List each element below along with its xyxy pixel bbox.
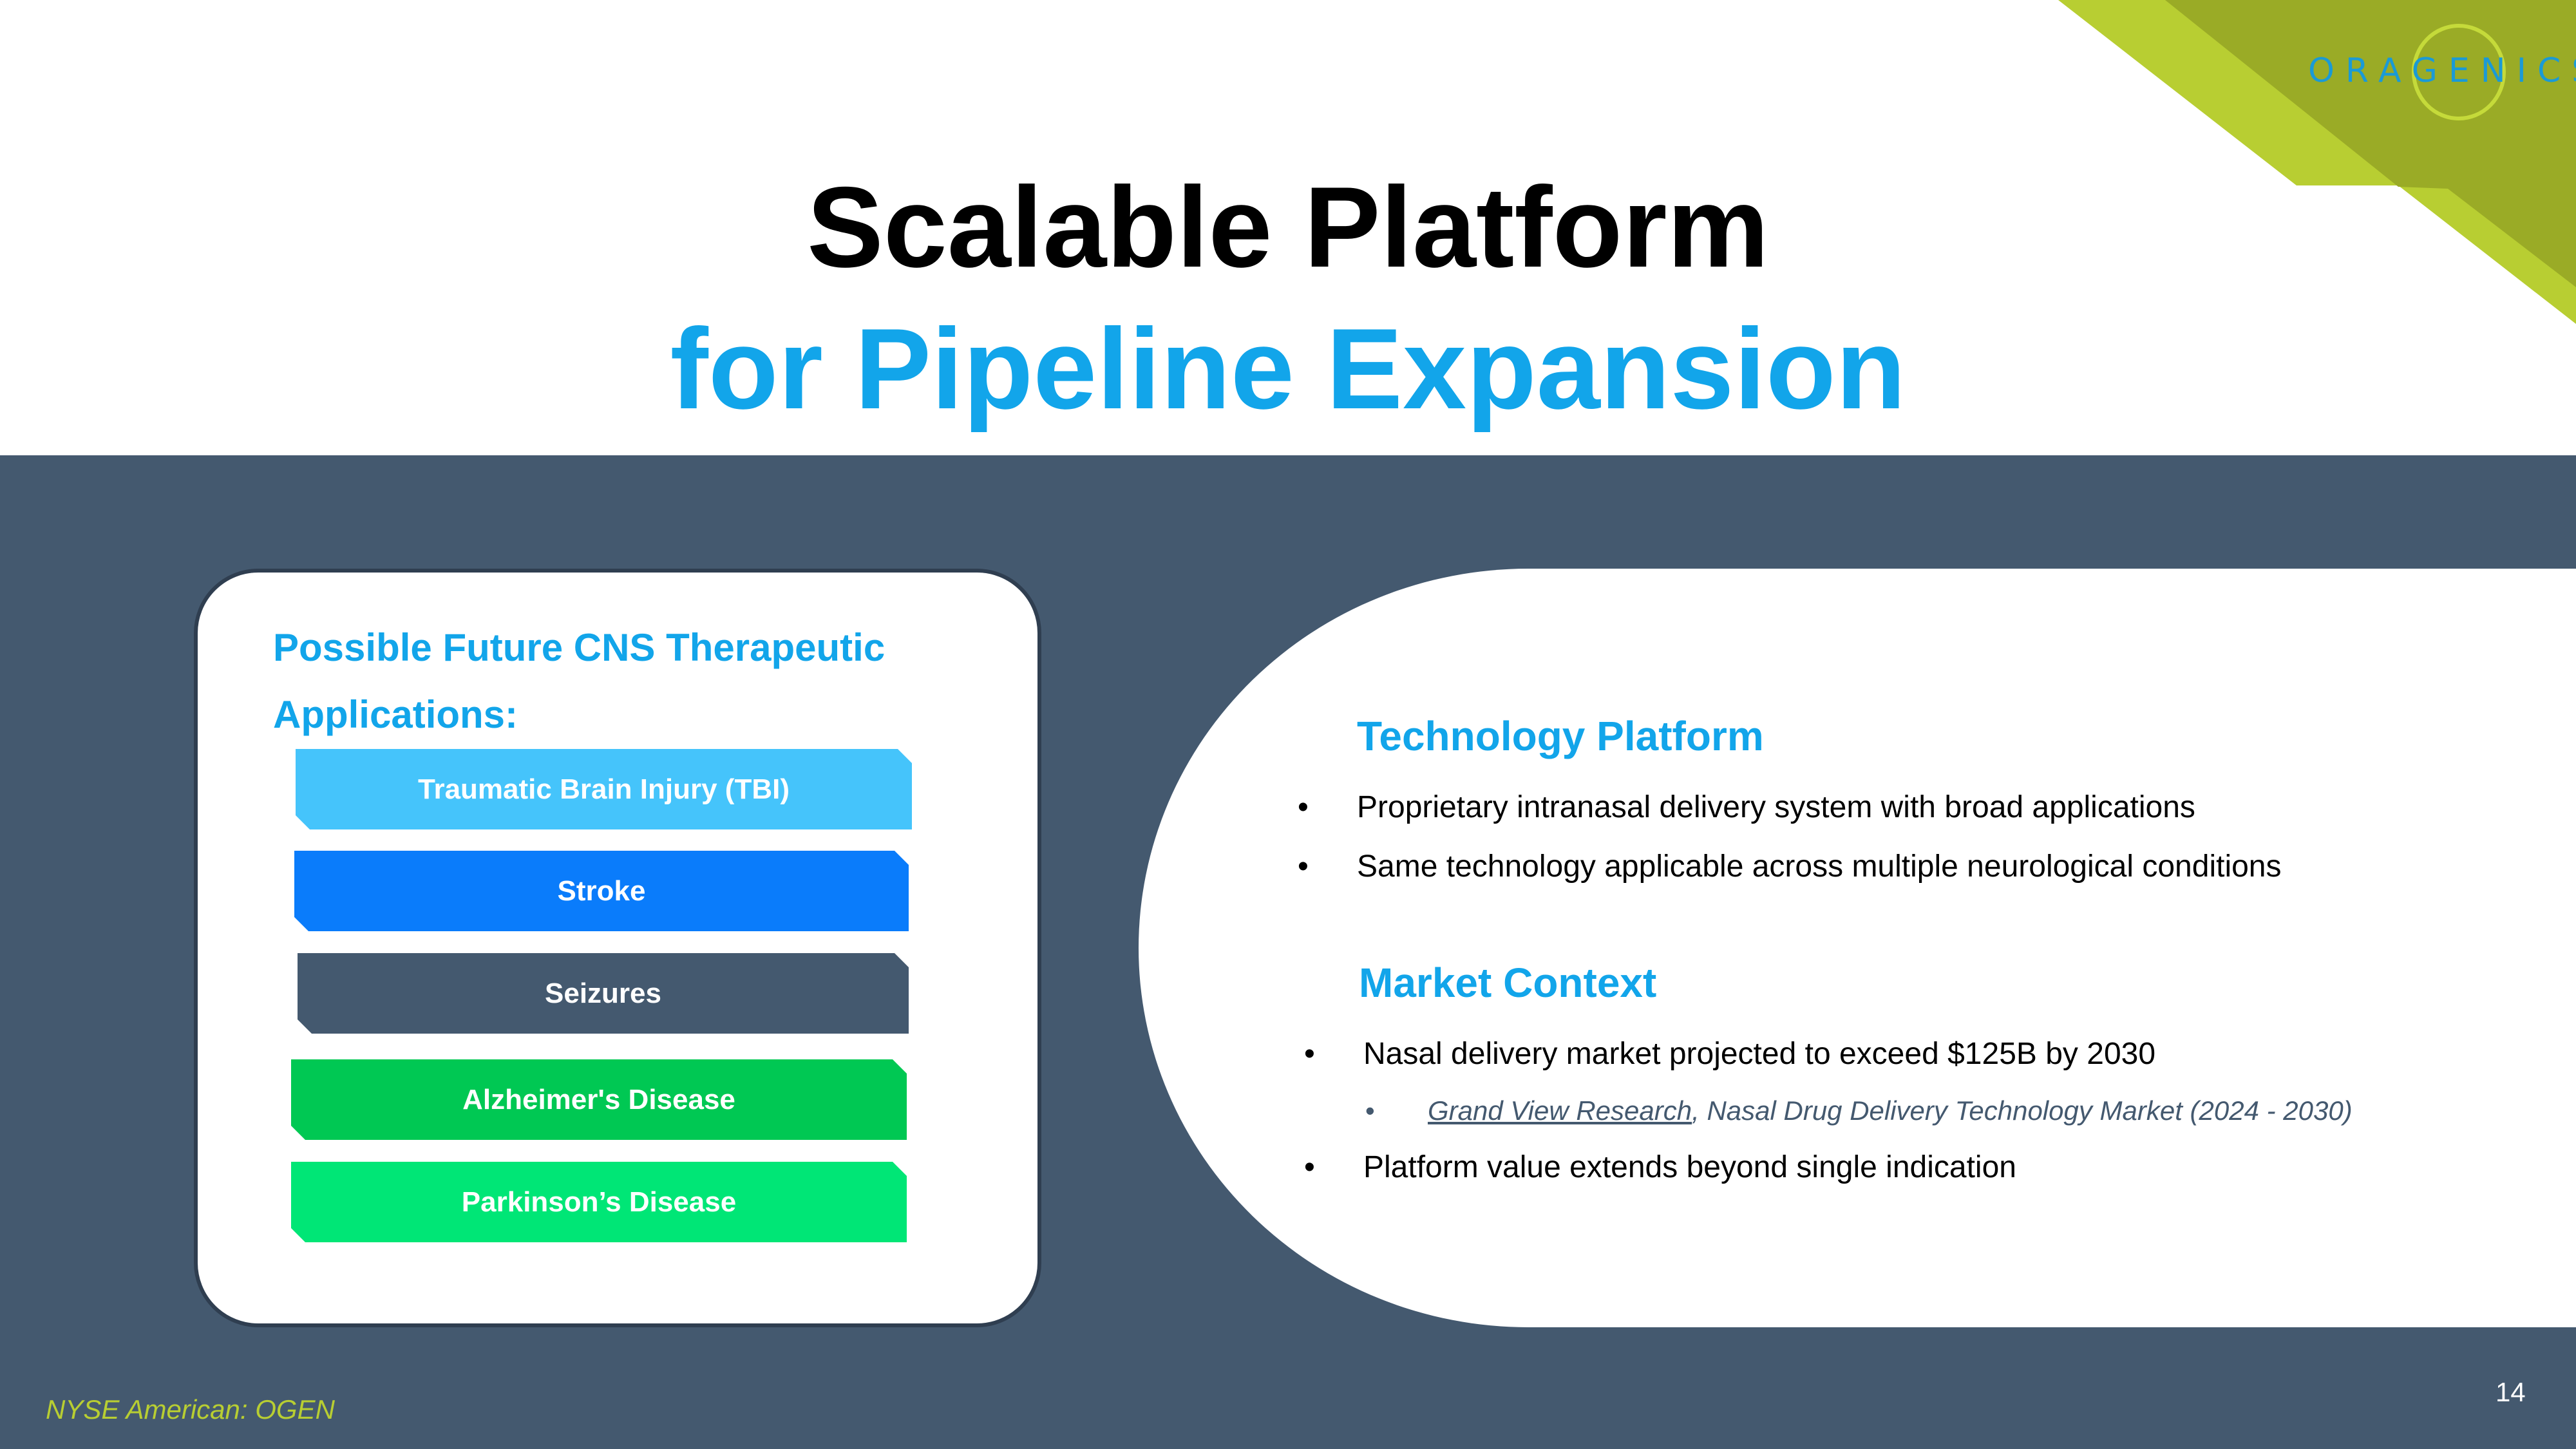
application-alzheimers: Alzheimer's Disease bbox=[291, 1059, 907, 1140]
bullet-icon: • bbox=[1365, 1095, 1375, 1126]
application-seizures: Seizures bbox=[298, 953, 909, 1034]
bullet-icon: • bbox=[1304, 1037, 1315, 1071]
company-logo: ORAGENICS bbox=[2308, 52, 2576, 90]
applications-heading-line2: Applications: bbox=[273, 693, 518, 736]
market-bullet: • Nasal delivery market projected to exc… bbox=[1304, 1036, 2156, 1072]
page-number: 14 bbox=[2496, 1377, 2526, 1407]
bullet-text: Proprietary intranasal delivery system w… bbox=[1357, 790, 2195, 824]
bullet-icon: • bbox=[1304, 1150, 1315, 1184]
page-title: Scalable Platform bbox=[807, 163, 1769, 291]
technology-heading: Technology Platform bbox=[1357, 713, 1764, 759]
market-bullet: • Platform value extends beyond single i… bbox=[1304, 1150, 2016, 1185]
bullet-icon: • bbox=[1298, 849, 1309, 884]
market-heading: Market Context bbox=[1359, 960, 1657, 1006]
bullet-text: Platform value extends beyond single ind… bbox=[1363, 1150, 2016, 1184]
bullet-icon: • bbox=[1298, 790, 1309, 824]
market-source: • Grand View Research, Nasal Drug Delive… bbox=[1365, 1095, 2353, 1126]
application-stroke: Stroke bbox=[294, 851, 909, 931]
bullet-text: Nasal delivery market projected to excee… bbox=[1363, 1037, 2156, 1071]
technology-bullet: • Proprietary intranasal delivery system… bbox=[1298, 790, 2195, 825]
technology-bullet: • Same technology applicable across mult… bbox=[1298, 849, 2282, 884]
source-link[interactable]: Grand View Research bbox=[1428, 1095, 1692, 1126]
bullet-text: Same technology applicable across multip… bbox=[1357, 849, 2282, 884]
applications-heading: Possible Future CNS Therapeutic bbox=[273, 626, 886, 669]
application-tbi: Traumatic Brain Injury (TBI) bbox=[296, 749, 912, 829]
ticker-label: NYSE American: OGEN bbox=[46, 1394, 335, 1425]
platform-panel bbox=[1139, 569, 2576, 1327]
application-parkinsons: Parkinson’s Disease bbox=[291, 1162, 907, 1242]
source-text: , Nasal Drug Delivery Technology Market … bbox=[1692, 1095, 2353, 1126]
page-subtitle: for Pipeline Expansion bbox=[670, 305, 1906, 433]
